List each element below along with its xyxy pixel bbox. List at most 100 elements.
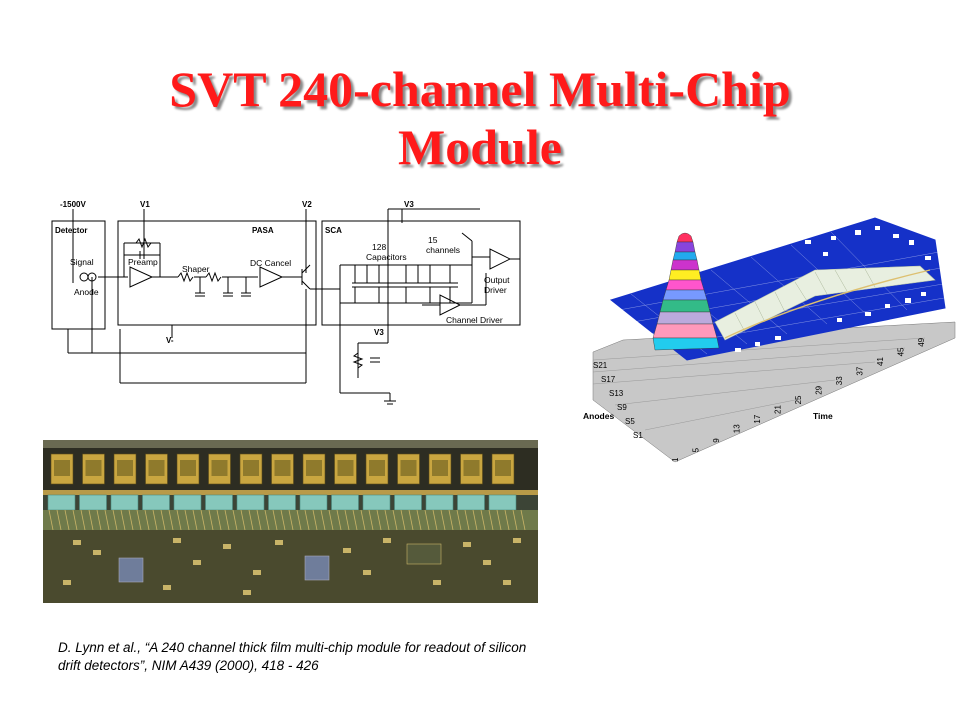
bond-trace	[48, 509, 54, 531]
label-anode: Anode	[74, 287, 99, 297]
bond-trace	[152, 509, 158, 531]
time-tick-label: 9	[712, 438, 721, 443]
smd-component	[383, 538, 391, 543]
bond-trace	[344, 509, 350, 531]
hybrid-chip	[302, 453, 326, 485]
bond-trace	[80, 509, 86, 531]
sca-box	[321, 220, 521, 326]
bond-trace	[176, 509, 182, 531]
smd-component	[93, 550, 101, 555]
sca-asic	[331, 494, 359, 511]
hybrid-chip	[334, 453, 357, 485]
bond-trace	[208, 509, 214, 531]
bond-trace	[400, 509, 406, 531]
label-sca: SCA	[325, 226, 342, 235]
ic-package-2	[304, 555, 330, 581]
label-output: Output	[484, 275, 510, 285]
anode-tick-label: S13	[609, 389, 624, 398]
time-tick-label: 29	[815, 385, 824, 394]
smd-component	[463, 542, 471, 547]
output-driver-triangle	[489, 248, 512, 270]
axis-label-anodes: Anodes	[583, 411, 614, 421]
smd-component	[243, 590, 251, 595]
anode-tick-label: S5	[625, 417, 635, 426]
sca-asic	[362, 494, 391, 511]
bond-trace	[384, 509, 390, 531]
smd-component	[73, 540, 81, 545]
label-v3-bottom: V3	[374, 328, 384, 337]
bond-trace	[512, 509, 518, 531]
bond-trace	[472, 509, 478, 531]
bond-trace	[72, 509, 78, 531]
bond-trace	[480, 509, 486, 531]
label-cap-count: 128	[372, 242, 386, 252]
signal-peak	[652, 232, 720, 351]
readout-circuit-schematic: -1500V V1 V2 V3 V3 V- Detector PASA SCA …	[51, 200, 521, 405]
bond-trace	[448, 509, 454, 531]
hybrid-chip	[460, 453, 483, 485]
label-vminus: V-	[166, 336, 174, 345]
bond-trace	[424, 509, 430, 531]
bond-trace	[288, 509, 294, 531]
anode-tick-label: S21	[593, 361, 608, 370]
bond-trace	[112, 509, 118, 531]
signal-source-icon	[79, 272, 89, 282]
time-tick-label: 33	[835, 376, 844, 385]
smd-component	[193, 560, 201, 565]
bond-trace	[184, 509, 190, 531]
bond-trace	[272, 509, 278, 531]
label-channel-driver: Channel Driver	[446, 315, 503, 325]
bond-trace	[296, 509, 302, 531]
label-detector: Detector	[55, 226, 87, 235]
bond-trace	[352, 509, 358, 531]
bond-trace	[456, 509, 462, 531]
smd-component	[503, 580, 511, 585]
time-tick-label: 17	[753, 414, 762, 423]
bond-trace	[240, 509, 246, 531]
smd-component	[343, 548, 351, 553]
sca-asic	[205, 494, 233, 511]
time-tick-label: 45	[897, 347, 906, 356]
label-signal: Signal	[70, 257, 94, 267]
bond-trace	[360, 509, 366, 531]
smd-component	[433, 580, 441, 585]
smd-component	[253, 570, 261, 575]
label-shaper: Shaper	[182, 264, 210, 274]
hybrid-chip	[239, 453, 263, 485]
label-hv: -1500V	[60, 200, 86, 209]
bond-trace	[304, 509, 310, 531]
hybrid-chip	[50, 453, 74, 485]
time-tick-label: 37	[856, 366, 865, 375]
bond-trace	[520, 509, 526, 531]
sca-asic	[47, 494, 76, 511]
sca-asic	[79, 494, 107, 511]
preamp-triangle	[129, 266, 154, 288]
bond-trace	[120, 509, 126, 531]
smd-component	[363, 570, 371, 575]
label-v3-top: V3	[404, 200, 414, 209]
bond-trace	[96, 509, 102, 531]
hybrid-chip	[271, 453, 294, 485]
bond-trace	[64, 509, 70, 531]
sca-asic	[488, 494, 517, 511]
smd-component	[163, 585, 171, 590]
sca-asic	[394, 494, 422, 511]
bond-trace	[312, 509, 318, 531]
plot-ridge	[714, 265, 936, 341]
plot-floor	[592, 321, 956, 463]
hybrid-chip	[365, 453, 389, 485]
multi-chip-module-photo	[43, 440, 538, 603]
label-dc-cancel: DC Cancel	[250, 258, 291, 268]
smd-component	[483, 560, 491, 565]
bond-trace	[160, 509, 166, 531]
bond-trace	[328, 509, 334, 531]
hybrid-chip	[113, 453, 137, 485]
bond-trace	[320, 509, 326, 531]
axis-label-time: Time	[813, 411, 833, 421]
hybrid-chip	[208, 453, 231, 485]
bond-trace	[440, 509, 446, 531]
hybrid-chip	[397, 453, 420, 485]
label-driver: Driver	[484, 285, 507, 295]
sca-asic	[110, 494, 139, 511]
